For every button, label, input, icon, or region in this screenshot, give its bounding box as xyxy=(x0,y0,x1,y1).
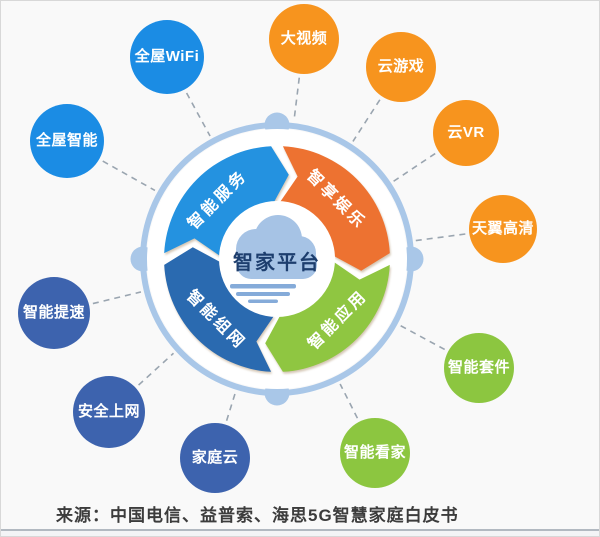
connector-line xyxy=(352,99,381,142)
connector-line xyxy=(293,77,301,121)
connector-line xyxy=(138,352,175,386)
bubble-smart-speedup: 智能提速 xyxy=(18,277,90,349)
connector-line xyxy=(393,152,436,183)
source-caption: 来源：中国电信、益普索、海思5G智慧家庭白皮书 xyxy=(56,506,459,525)
bubble-cloud-vr: 云VR xyxy=(433,100,499,166)
bubble-whole-home-wifi: 全屋WiFi xyxy=(130,20,204,94)
bubble-smart-home-guard: 智能看家 xyxy=(340,418,410,488)
connector-line xyxy=(102,160,156,192)
connector-line xyxy=(185,92,211,137)
bubble-big-video: 大视频 xyxy=(269,4,339,74)
cloud-underline xyxy=(248,299,278,303)
bubble-cloud-gaming: 云游戏 xyxy=(366,32,436,102)
ring-segment-smart-entertainment xyxy=(280,146,390,271)
bubble-safe-internet: 安全上网 xyxy=(73,376,145,448)
ring-segment-smart-service xyxy=(164,146,289,256)
cloud-underline xyxy=(236,292,290,296)
ring-segment-smart-application xyxy=(265,262,390,372)
connector-line xyxy=(399,324,446,351)
bottom-border-strip xyxy=(1,529,599,536)
hub-label: 智家平台 xyxy=(233,250,321,274)
bubble-family-cloud: 家庭云 xyxy=(180,423,250,493)
bubble-whole-home-smart: 全屋智能 xyxy=(30,104,104,178)
connector-line xyxy=(415,233,466,242)
bubble-smart-kit: 智能套件 xyxy=(444,333,514,403)
ring-segment-smart-networking xyxy=(164,247,274,372)
connector-line xyxy=(339,383,359,419)
cloud-underline xyxy=(230,284,296,289)
connector-line xyxy=(225,392,237,422)
connector-line xyxy=(92,291,142,305)
bubble-tianyi-hd: 天翼高清 xyxy=(469,195,537,263)
cloud-icon xyxy=(236,215,317,279)
